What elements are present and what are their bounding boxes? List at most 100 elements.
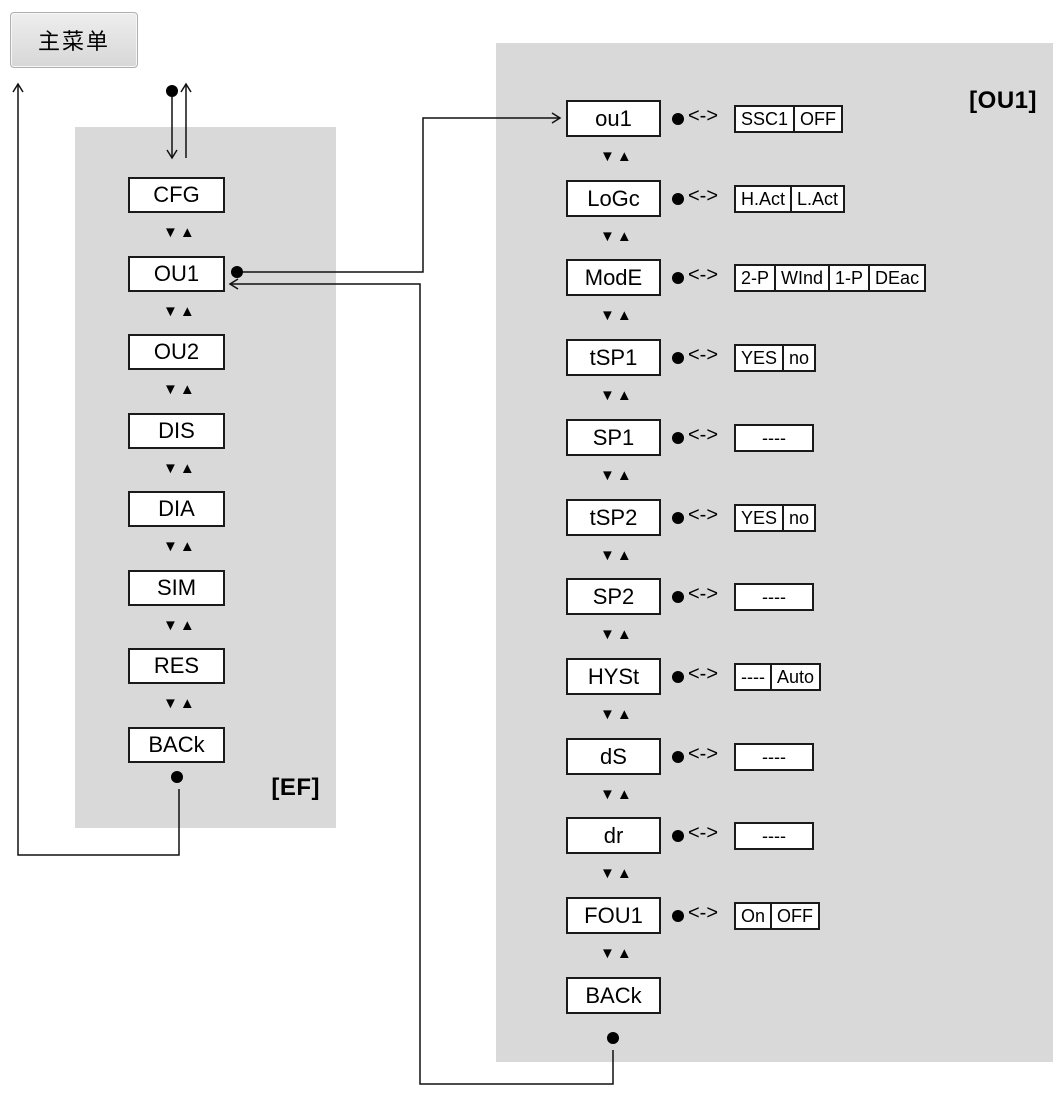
ef-item-dia[interactable]: DIA [128,491,225,527]
ou1-option-1p[interactable]: 1-P [828,266,868,290]
bidirectional-arrow-icon: <-> [688,662,719,685]
ou1-option-hact[interactable]: H.Act [741,189,786,209]
bidirectional-arrow-icon: <-> [688,503,719,526]
ou1-back-dot [607,1032,619,1044]
bidirectional-arrow-icon: <-> [688,423,719,446]
ou1-item-dot [672,829,684,842]
ef-to-ou1-arrowhead [551,112,562,124]
ou1-option-yes[interactable]: YES [741,508,778,528]
ou1-option-2p[interactable]: 2-P [741,268,770,288]
ou1-item-dot [672,670,684,683]
ou1-nav-arrows: ▼▲ [600,786,634,803]
ef-panel-tag: [EF] [271,774,320,801]
ou1-nav-arrows: ▼▲ [600,626,634,643]
ou1-nav-arrows: ▼▲ [600,547,634,564]
ou1-return-arrowhead [228,278,239,290]
ou1-item-fou1[interactable]: FOU1 [566,897,661,934]
ou1-nav-arrows: ▼▲ [600,307,634,324]
ou1-panel-tag: [OU1] [969,87,1037,114]
ou1-item-back[interactable]: BACk [566,977,661,1014]
ou1-option-group: ---- [734,583,814,611]
main-menu-return-arrowhead [12,82,24,93]
ou1-nav-arrows: ▼▲ [600,228,634,245]
bidirectional-arrow-icon: <-> [688,104,719,127]
ou1-item-sp2[interactable]: SP2 [566,578,661,615]
ef-nav-arrows: ▼▲ [163,460,197,477]
ou1-item-mode[interactable]: ModE [566,259,661,296]
ef-item-res[interactable]: RES [128,648,225,684]
ef-item-dis[interactable]: DIS [128,413,225,449]
main-menu-button[interactable]: 主菜单 [10,12,138,68]
ou1-item-ds[interactable]: dS [566,738,661,775]
ou1-option-group: ---- [734,424,814,452]
ou1-option-deac[interactable]: DEac [868,266,924,290]
ou1-option-off[interactable]: OFF [793,107,841,131]
ou1-option-group: ---- [734,822,814,850]
ef-item-sim[interactable]: SIM [128,570,225,606]
ef-nav-arrows: ▼▲ [163,224,197,241]
ef-exit-arrowhead [180,82,192,93]
bidirectional-arrow-icon: <-> [688,343,719,366]
ef-nav-arrows: ▼▲ [163,695,197,712]
ef-entry-arrowhead [166,149,178,160]
ef-item-cfg[interactable]: CFG [128,177,225,213]
ou1-item-tsp1[interactable]: tSP1 [566,339,661,376]
ou1-nav-arrows: ▼▲ [600,865,634,882]
ou1-option-yes[interactable]: YES [741,348,778,368]
ef-item-ou1[interactable]: OU1 [128,256,225,292]
ou1-item-dr[interactable]: dr [566,817,661,854]
ef-to-ou1-line [243,117,560,273]
ou1-option-[interactable]: ---- [762,428,786,448]
ou1-option-on[interactable]: On [741,906,766,926]
ou1-item-ou1[interactable]: ou1 [566,100,661,137]
ou1-nav-arrows: ▼▲ [600,148,634,165]
bidirectional-arrow-icon: <-> [688,821,719,844]
ou1-item-dot [672,351,684,364]
ou1-option-off[interactable]: OFF [770,904,818,928]
bidirectional-arrow-icon: <-> [688,582,719,605]
ou1-option-[interactable]: ---- [741,667,765,687]
ou1-option-[interactable]: ---- [762,747,786,767]
ou1-item-tsp2[interactable]: tSP2 [566,499,661,536]
ou1-option-wind[interactable]: WInd [774,266,828,290]
ou1-item-dot [672,431,684,444]
bidirectional-arrow-icon: <-> [688,901,719,924]
main-menu-return-line [17,84,180,856]
ou1-item-dot [672,590,684,603]
ef-menu-panel: [EF] [75,127,336,828]
ou1-option-[interactable]: ---- [762,587,786,607]
ef-nav-arrows: ▼▲ [163,381,197,398]
ef-item-back[interactable]: BACk [128,727,225,763]
bidirectional-arrow-icon: <-> [688,184,719,207]
ou1-item-hyst[interactable]: HYSt [566,658,661,695]
ef-back-dot [171,771,183,783]
ou1-nav-arrows: ▼▲ [600,706,634,723]
ef-entry-dot [166,85,178,97]
ef-ou1-dot [231,266,243,278]
ou1-item-dot [672,112,684,125]
ou1-option-[interactable]: ---- [762,826,786,846]
ou1-item-logc[interactable]: LoGc [566,180,661,217]
ou1-option-auto[interactable]: Auto [769,665,819,689]
ou1-item-dot [672,192,684,205]
ou1-option-no[interactable]: no [782,506,814,530]
bidirectional-arrow-icon: <-> [688,742,719,765]
ou1-item-sp1[interactable]: SP1 [566,419,661,456]
ou1-item-dot [672,271,684,284]
ef-item-ou2[interactable]: OU2 [128,334,225,370]
bidirectional-arrow-icon: <-> [688,263,719,286]
ou1-nav-arrows: ▼▲ [600,945,634,962]
ef-nav-arrows: ▼▲ [163,303,197,320]
ou1-nav-arrows: ▼▲ [600,467,634,484]
ou1-option-ssc1[interactable]: SSC1 [741,109,789,129]
ou1-option-lact[interactable]: L.Act [790,187,843,211]
ou1-option-no[interactable]: no [782,346,814,370]
ou1-nav-arrows: ▼▲ [600,387,634,404]
